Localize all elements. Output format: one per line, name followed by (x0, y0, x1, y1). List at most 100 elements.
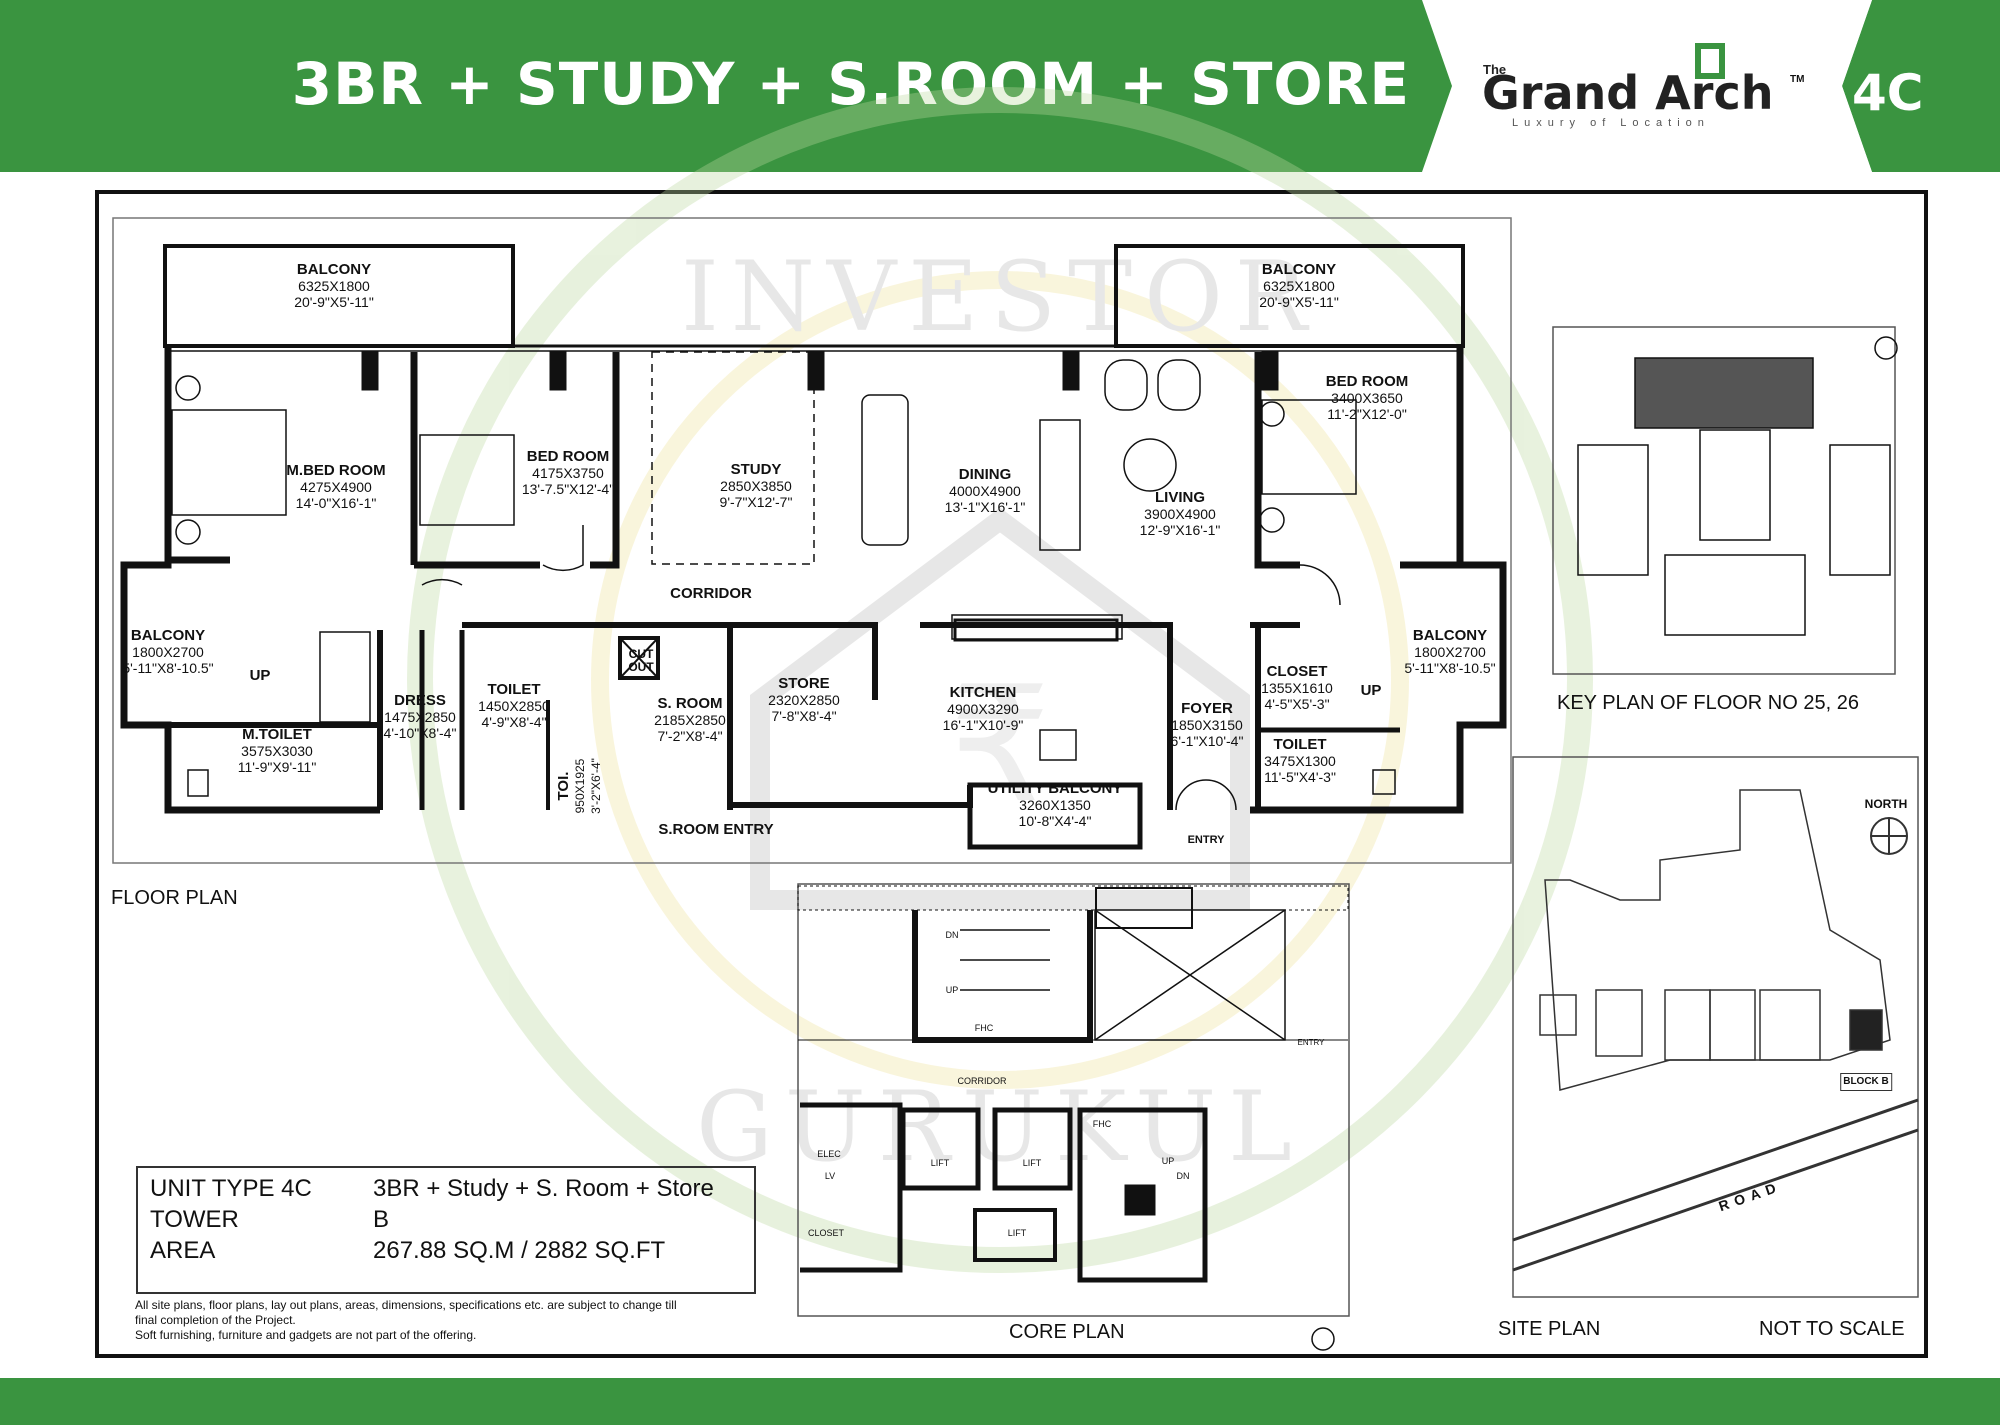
door-arc-rbed (1299, 564, 1341, 606)
key-plan-north-icon (1874, 336, 1898, 360)
site-block-b (1849, 1009, 1883, 1051)
core-plan-border (797, 883, 1350, 1317)
column-1 (361, 351, 379, 391)
wall-rbed-left (1254, 352, 1300, 569)
key-plan-caption: KEY PLAN OF FLOOR NO 25, 26 (1557, 692, 1859, 714)
unit-type-label: UNIT TYPE 4C (150, 1175, 312, 1202)
dining-table (861, 394, 909, 546)
core-label-corridor: CORRIDOR (957, 1076, 1007, 1086)
corridor-label: CORRIDOR (670, 585, 752, 602)
scale-note: NOT TO SCALE (1759, 1318, 1905, 1340)
wc-1 (187, 769, 209, 797)
site-plan (1512, 789, 1919, 1272)
site-block-2 (1595, 989, 1643, 1057)
floor-plan-border (112, 217, 1512, 864)
tower-value: B (373, 1206, 390, 1233)
core-stair-core (1124, 1184, 1156, 1216)
core-lift-2 (992, 1107, 1073, 1191)
core-lift-1 (900, 1107, 981, 1191)
key-plan-highlight-unit (1634, 357, 1814, 429)
wall-kitchen (920, 622, 1173, 810)
wall-bed-right (590, 352, 620, 569)
brand-name: Grand Arch (1482, 66, 1774, 120)
utility-balcony-box (967, 782, 1143, 850)
column-4 (1062, 351, 1080, 391)
key-plan-border (1552, 326, 1896, 675)
core-label-lift: LIFT (930, 1158, 950, 1168)
entry-label: ENTRY (1187, 834, 1225, 846)
north-label: NORTH (1864, 797, 1908, 811)
road-line-2 (1512, 1128, 1919, 1272)
disclaimer: All site plans, floor plans, lay out pla… (135, 1298, 695, 1343)
coffee-table (1123, 438, 1177, 492)
bathtub (319, 631, 371, 723)
brand-tm: TM (1790, 74, 1805, 85)
unit-type-value: 3BR + Study + S. Room + Store (373, 1175, 714, 1202)
cutout-label: CUT OUT (628, 647, 654, 674)
door-arc-entry (1175, 779, 1237, 811)
logo-panel (1422, 0, 1872, 172)
armchair-2 (1157, 359, 1201, 411)
key-plan-tower-right (1829, 444, 1891, 576)
brand-tagline: Luxury of Location (1512, 117, 1710, 129)
key-plan-tower-left (1577, 444, 1649, 576)
core-label-up2: UP (1161, 1156, 1175, 1166)
floor-plan-caption: FLOOR PLAN (111, 887, 238, 909)
core-label-dn2: DN (1176, 1171, 1190, 1181)
study-outline (651, 351, 815, 565)
door-arc-corridor (421, 578, 463, 586)
core-stair-2 (1077, 1107, 1208, 1283)
core-label-dn: DN (945, 930, 959, 940)
logo-panel-shape (1422, 0, 1872, 172)
core-plan-north-icon (1311, 1327, 1335, 1351)
watermark-ring-inner (591, 271, 1409, 1089)
column-2 (549, 351, 567, 391)
lamp-4 (1259, 507, 1285, 533)
s-room-entry-label: S.ROOM ENTRY (658, 821, 774, 838)
tower-label: TOWER (150, 1206, 239, 1233)
column-5 (1261, 351, 1279, 391)
core-left-rooms (800, 1102, 903, 1273)
disclaimer-line-2: Soft furnishing, furniture and gadgets a… (135, 1328, 477, 1342)
bed-bedroom (419, 434, 515, 526)
core-label-lift: LIFT (1007, 1228, 1027, 1238)
core-lift-3 (973, 1208, 1057, 1262)
core-label-elec: ELEC (817, 1149, 841, 1159)
site-block-5 (1759, 989, 1821, 1061)
up-label-right: UP (1360, 682, 1382, 699)
lamp-3 (1259, 401, 1285, 427)
core-plan-top-band (797, 885, 1349, 911)
hob (1039, 729, 1077, 761)
lamp-1 (175, 375, 201, 401)
kitchen-counter-top (953, 618, 1119, 642)
block-b-label: BLOCK B (1840, 1073, 1892, 1091)
site-block-3 (1664, 989, 1711, 1061)
bed-mbed (171, 409, 287, 516)
core-label-fhc2: FHC (1092, 1119, 1112, 1129)
site-block-4 (1709, 989, 1756, 1061)
arch-logo-icon (1695, 43, 1725, 79)
up-label-left: UP (249, 667, 271, 684)
road-line-1 (1512, 1098, 1919, 1242)
site-plan-border (1512, 756, 1919, 1298)
floor-plan (120, 244, 1507, 850)
armchair-1 (1104, 359, 1148, 411)
sofa (1039, 419, 1081, 551)
lamp-2 (175, 519, 201, 545)
wall-left (120, 348, 380, 814)
core-label-lift: LIFT (1022, 1158, 1042, 1168)
